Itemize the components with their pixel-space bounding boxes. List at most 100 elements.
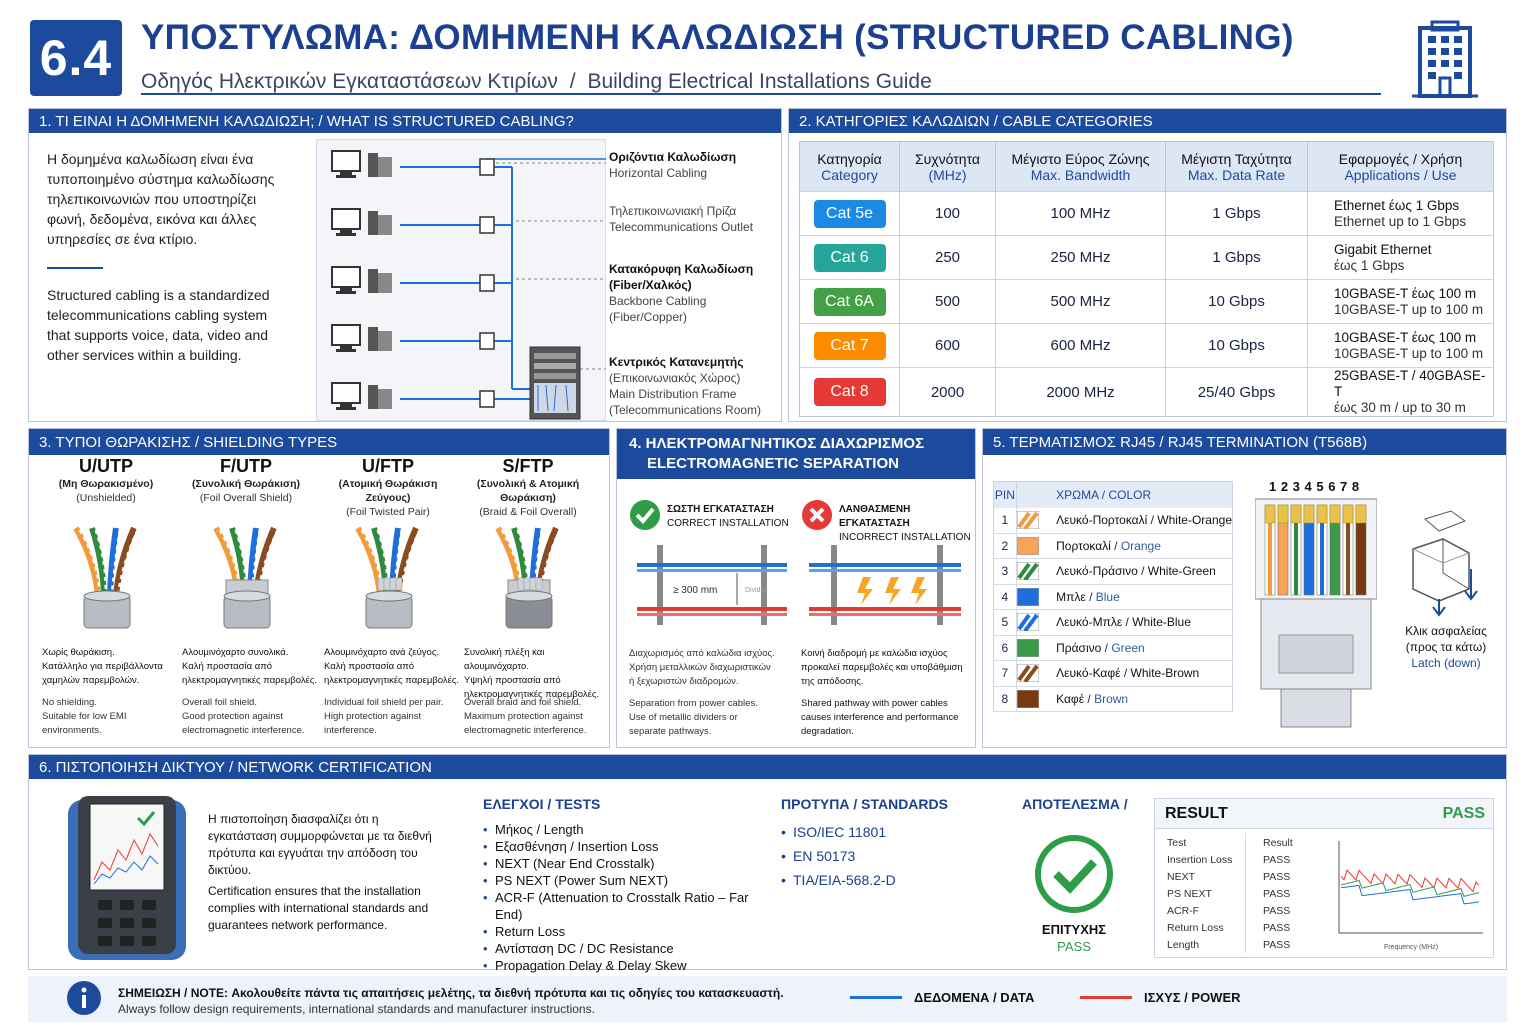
outlet-icons	[479, 158, 495, 408]
s1-text-en: Structured cabling is a standardized tel…	[47, 287, 270, 363]
tests-title: ΕΛΕΓΧΟΙ / TESTS	[483, 796, 601, 812]
shielding-type-2: F/UTP (Συνολική Θωράκιση) (Foil Overall …	[176, 456, 316, 505]
i-d1: Κοινή διαδρομή με καλώδια ισχύος	[801, 648, 948, 659]
desc-line: Αλουμινόχαρτο ανά ζεύγος.	[324, 647, 440, 658]
section-3-header: 3. ΤΥΠΟΙ ΘΩΡΑΚΙΣΗΣ / SHIELDING TYPES	[29, 429, 609, 455]
result-test-name: Insertion Loss	[1167, 854, 1233, 866]
shield-description-en: Individual foil shield per pair.High pro…	[324, 696, 468, 738]
section-4-title-en: ELECTROMAGNETIC SEPARATION	[647, 455, 899, 472]
test-item: Propagation Delay & Delay Skew	[483, 957, 773, 974]
pin-color-label: Λευκό-Πράσινο / White-Green	[1040, 558, 1233, 585]
success-en: PASS	[1057, 939, 1091, 954]
s1-label-backbone: Κατακόρυφη Καλωδίωση (Fiber/Χαλκός) Back…	[609, 261, 753, 325]
pin-row: 7 Λευκό-Καφέ / White-Brown	[993, 660, 1233, 687]
rj45-connector	[1255, 498, 1377, 728]
bandwidth-cell: 500 MHz	[995, 279, 1166, 324]
i-d3: της απόδοσης.	[801, 676, 864, 687]
label-outlet-en: Telecommunications Outlet	[609, 220, 754, 234]
pin-row: 2 Πορτοκαλί / Orange	[993, 533, 1233, 559]
footer-note: ΣΗΜΕΙΩΣΗ / NOTE: Ακολουθείτε πάντα τις α…	[118, 985, 784, 1017]
bandwidth-cell: 250 MHz	[995, 235, 1166, 280]
shield-name: U/UTP	[79, 456, 133, 476]
shielding-type-1: U/UTP (Μη Θωρακισμένο) (Unshielded)	[36, 456, 176, 505]
standard-item: ISO/IEC 11801	[781, 820, 961, 844]
desc-line: No shielding.	[42, 697, 97, 708]
legend-data-line	[850, 996, 902, 999]
wire-swatch	[1016, 612, 1040, 633]
shield-sub-en: (Unshielded)	[76, 492, 136, 504]
label-backbone-en: Backbone Cabling	[609, 294, 707, 308]
result-status: PASS	[1263, 922, 1291, 934]
app-line-1: 10GBASE-T έως 100 m	[1334, 285, 1477, 301]
subtitle-en: Building Electrical Installations Guide	[587, 70, 932, 93]
desc-line: interference.	[324, 725, 377, 736]
note-label: ΣΗΜΕΙΩΣΗ / NOTE:	[118, 986, 229, 1000]
desc-line: Overall foil shield.	[182, 697, 257, 708]
s1-label-horizontal: Οριζόντια Καλωδίωση Horizontal Cabling	[609, 149, 736, 181]
color-en: Green	[1111, 640, 1145, 655]
pin-color-label: Λευκό-Καφέ / White-Brown	[1040, 660, 1233, 687]
app-line-1: 10GBASE-T έως 100 m	[1334, 329, 1477, 345]
standards-list: ISO/IEC 11801EN 50173TIA/EIA-568.2-D	[781, 820, 961, 892]
section-em-separation: 4. ΗΛΕΚΤΡΟΜΑΓΝΗΤΙΚΟΣ ΔΙΑΧΩΡΙΣΜΟΣ ELECTRO…	[616, 428, 976, 748]
shield-name: U/FTP	[362, 456, 414, 476]
bandwidth-cell: 2000 MHz	[995, 367, 1166, 417]
pin-number: 7	[993, 660, 1017, 687]
latch-gr: Κλικ ασφαλείας	[1405, 624, 1487, 638]
label-backbone-gr: Κατακόρυφη Καλωδίωση	[609, 262, 754, 276]
label-mdf-gr2: (Επικοινωνιακός Χώρος)	[609, 371, 741, 385]
test-item: Εξασθένηση / Insertion Loss	[483, 838, 773, 855]
shield-sub-gr: (Μη Θωρακισμένο)	[58, 478, 154, 490]
incorrect-label-en: INCORRECT INSTALLATION	[839, 532, 971, 543]
cable-illustration	[213, 526, 280, 629]
correct-check-icon	[630, 500, 660, 530]
incorrect-x-icon	[802, 500, 832, 530]
interference-bolt-icons	[857, 577, 927, 605]
legend-power-line	[1080, 996, 1132, 999]
color-en: Brown	[1094, 691, 1129, 706]
latch-label: Κλικ ασφαλείας (προς τα κάτω) Latch (dow…	[1401, 623, 1491, 671]
desc-line: High protection against	[324, 711, 422, 722]
distance-label: ≥ 300 mm	[673, 585, 717, 596]
latch-icon	[1412, 510, 1478, 617]
pin-color-label: Μπλε / Blue	[1040, 584, 1233, 610]
shield-description-gr: Αλουμινόχαρτο ανά ζεύγος.Καλή προστασία …	[324, 646, 468, 688]
swatch-cell	[1016, 609, 1041, 636]
desc-line: Υψηλή προστασία από	[464, 675, 561, 686]
frequency-plot: Frequency (MHz)	[1338, 841, 1483, 951]
color-gr: Καφέ	[1056, 691, 1085, 706]
pin-number: 2	[993, 533, 1017, 559]
label-backbone-en2: (Fiber/Copper)	[609, 310, 688, 324]
swatch-cell	[1016, 660, 1041, 687]
section-1-header: 1. ΤΙ ΕΙΝΑΙ Η ΔΟΜΗΜΕΝΗ ΚΑΛΩΔΙΩΣΗ; / WHAT…	[29, 109, 781, 133]
swatch-cell	[1016, 584, 1041, 610]
label-mdf-en: Main Distribution Frame	[609, 387, 737, 401]
svg-text:Frequency (MHz): Frequency (MHz)	[1384, 944, 1438, 951]
app-line-2: 10GBASE-T up to 100 m	[1334, 345, 1484, 361]
color-en: White-Brown	[1130, 666, 1200, 681]
pin-number-labels: 1 2 3 4 5 6 7 8	[1269, 479, 1360, 494]
c-d2: Χρήση μεταλλικών διαχωριστικών	[629, 662, 771, 673]
label-mdf-en2: (Telecommunications Room)	[609, 403, 762, 417]
test-item: Μήκος / Length	[483, 821, 773, 838]
color-header: ΧΡΩΜΑ / COLOR	[1056, 487, 1152, 502]
subtitle-separator: /	[569, 70, 576, 93]
result-box-label: RESULT	[1165, 805, 1228, 822]
info-icon	[67, 981, 101, 1015]
pin-color-label: Πορτοκαλί / Orange	[1040, 533, 1233, 559]
frequency-cell: 2000	[899, 367, 996, 417]
category-cell: Cat 5e	[799, 191, 900, 236]
frequency-cell: 500	[899, 279, 996, 324]
result-col-result: Result	[1263, 837, 1293, 849]
test-item: ACR-F (Attenuation to Crosstalk Ratio – …	[483, 889, 773, 923]
section-number-badge: 6.4	[30, 20, 122, 96]
pin-header: PIN	[993, 481, 1017, 508]
color-gr: Λευκό-Πράσινο	[1056, 564, 1138, 579]
